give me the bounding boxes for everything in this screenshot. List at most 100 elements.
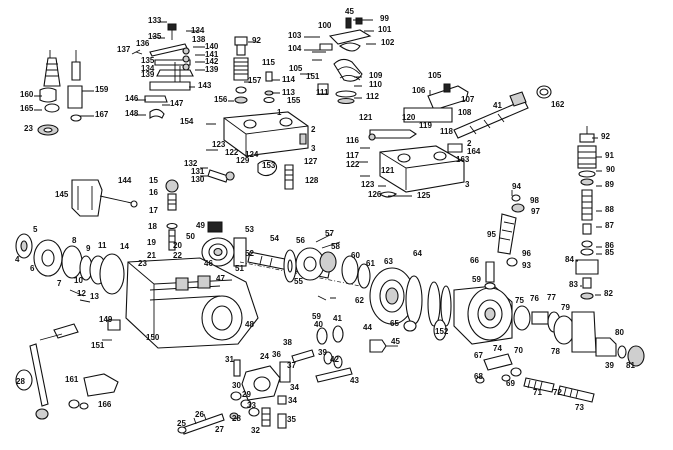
part-callout-97: 97 [531,207,540,216]
part-callout-35: 35 [287,415,296,424]
part-callout-102: 102 [381,38,395,47]
part-callout-114: 114 [282,75,295,84]
part-callout-164: 164 [467,147,481,156]
part-callout-47: 47 [216,274,225,283]
part-callout-78: 78 [551,347,560,356]
part-callout-166: 166 [98,400,112,409]
part-callout-105: 105 [289,64,303,73]
part-callout-65: 65 [390,319,399,328]
part-callout-98: 98 [530,196,539,205]
part-callout-23: 23 [138,259,147,268]
part-callout-31: 31 [225,355,234,364]
part-callout-29: 29 [242,390,251,399]
part-callout-134: 134 [191,26,205,35]
part-callout-92: 92 [252,36,261,45]
part-callout-155: 155 [287,96,301,105]
part-callout-3: 3 [465,180,470,189]
rotor-group [295,233,371,301]
part-callout-21: 21 [147,251,156,260]
part-callout-119: 119 [419,121,432,130]
part-callout-30: 30 [232,381,241,390]
part-callout-95: 95 [487,230,496,239]
part-callout-100: 100 [318,21,332,30]
injector-nozzle-assembly [37,50,83,136]
hydraulic-head [403,190,645,367]
part-callout-88: 88 [605,205,614,214]
part-callout-123: 123 [212,140,226,149]
throttle-lever-group [300,17,372,105]
part-callout-127: 127 [304,157,318,166]
part-callout-148: 148 [125,109,139,118]
part-callout-132: 132 [184,159,198,168]
part-callout-25: 25 [177,419,186,428]
part-callout-109: 109 [369,71,383,80]
part-callout-19: 19 [147,238,156,247]
pump-housing [15,233,259,349]
part-callout-52: 52 [245,249,254,258]
part-callout-76: 76 [530,294,539,303]
part-callout-5: 5 [33,225,38,234]
part-callout-43: 43 [350,376,359,385]
part-callout-99: 99 [380,14,389,23]
part-callout-154: 154 [180,117,194,126]
part-callout-137: 137 [117,45,131,54]
part-callout-51: 51 [235,264,244,273]
part-callout-139: 139 [205,65,219,74]
part-callout-77: 77 [547,293,556,302]
bolt-parts-top [233,36,275,104]
part-callout-153: 153 [262,161,276,170]
part-callout-8: 8 [72,236,77,245]
part-callout-112: 112 [366,92,379,101]
timing-pin-assembly [165,179,179,251]
part-callout-133: 133 [148,16,162,25]
part-callout-118: 118 [440,127,453,136]
part-callout-93: 93 [522,261,531,270]
part-callout-34: 34 [288,396,297,405]
part-callout-68: 68 [474,372,483,381]
part-callout-110: 110 [369,80,382,89]
part-callout-146: 146 [125,94,139,103]
part-callout-134: 134 [141,64,155,73]
part-callout-161: 161 [65,375,79,384]
governor-cover-right [358,129,465,198]
part-callout-46: 46 [204,259,213,268]
part-callout-39: 39 [318,348,327,357]
delivery-valve-group [475,353,595,403]
part-callout-15: 15 [149,176,158,185]
part-callout-128: 128 [305,176,319,185]
cam-ring-disks [369,267,452,327]
part-callout-129: 129 [236,156,250,165]
solenoid-valve-stack [575,126,599,300]
part-callout-104: 104 [288,44,302,53]
part-callout-85: 85 [605,248,614,257]
governor-linkage-group [131,23,194,120]
part-callout-71: 71 [533,388,542,397]
part-callout-86: 86 [605,241,614,250]
part-callout-39: 39 [605,361,614,370]
part-callout-42: 42 [330,355,339,364]
part-callout-152: 152 [435,327,449,336]
part-callout-94: 94 [512,182,521,191]
part-callout-4: 4 [15,255,20,264]
part-callout-113: 113 [282,88,295,97]
part-callout-1: 1 [277,108,282,117]
part-callout-50: 50 [186,232,195,241]
part-callout-84: 84 [565,255,574,264]
part-callout-151: 151 [91,341,105,350]
part-callout-6: 6 [30,264,35,273]
part-callout-55: 55 [294,277,303,286]
part-callout-3: 3 [311,144,316,153]
throttle-arm-assembly [15,323,119,420]
part-callout-12: 12 [77,289,86,298]
part-callout-91: 91 [605,151,614,160]
part-callout-139: 139 [141,70,155,79]
part-callout-58: 58 [331,242,340,251]
part-callout-143: 143 [198,81,212,90]
part-callout-142: 142 [205,57,219,66]
part-callout-90: 90 [606,165,615,174]
part-callout-135: 135 [141,56,155,65]
part-callout-57: 57 [325,229,334,238]
part-callout-38: 38 [283,338,292,347]
part-callout-28: 28 [232,414,241,423]
